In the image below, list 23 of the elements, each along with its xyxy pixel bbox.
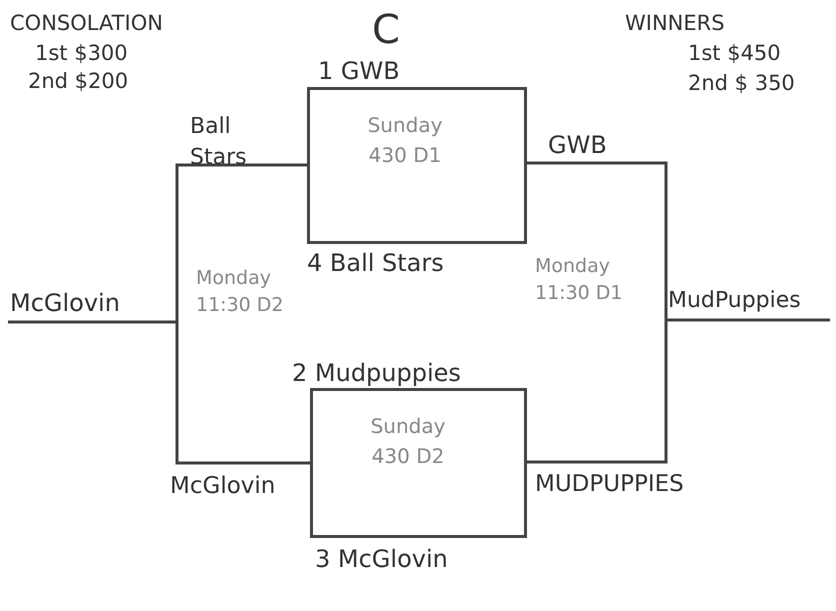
game-box: [310, 388, 527, 538]
bracket-title: C: [372, 8, 400, 52]
game-time: Monday 11:30 D2: [196, 266, 285, 318]
team-name: GWB: [548, 132, 607, 158]
prize-text: 2nd $200: [28, 70, 128, 94]
prize-text: 1st $450: [688, 42, 781, 66]
team-name: McGlovin: [10, 290, 120, 316]
team-name: Ball Stars: [190, 113, 248, 172]
team-name: MUDPUPPIES: [535, 472, 684, 498]
game-schedule: Sunday 430 D2: [370, 413, 446, 470]
team-name: 1 GWB: [318, 58, 400, 84]
prize-text: 2nd $ 350: [688, 72, 795, 96]
team-name: 4 Ball Stars: [307, 250, 444, 276]
team-name: MudPuppies: [668, 289, 801, 314]
heading: WINNERS: [625, 12, 725, 36]
game-schedule: Sunday 430 D1: [366, 112, 444, 169]
game-time: Monday 11:30 D1: [535, 254, 624, 306]
team-name: 2 Mudpuppies: [292, 360, 461, 386]
game-box: [307, 87, 527, 244]
team-name: McGlovin: [170, 474, 276, 500]
team-name: 3 McGlovin: [315, 546, 448, 572]
prize-text: 1st $300: [35, 42, 128, 66]
heading: CONSOLATION: [10, 12, 163, 36]
